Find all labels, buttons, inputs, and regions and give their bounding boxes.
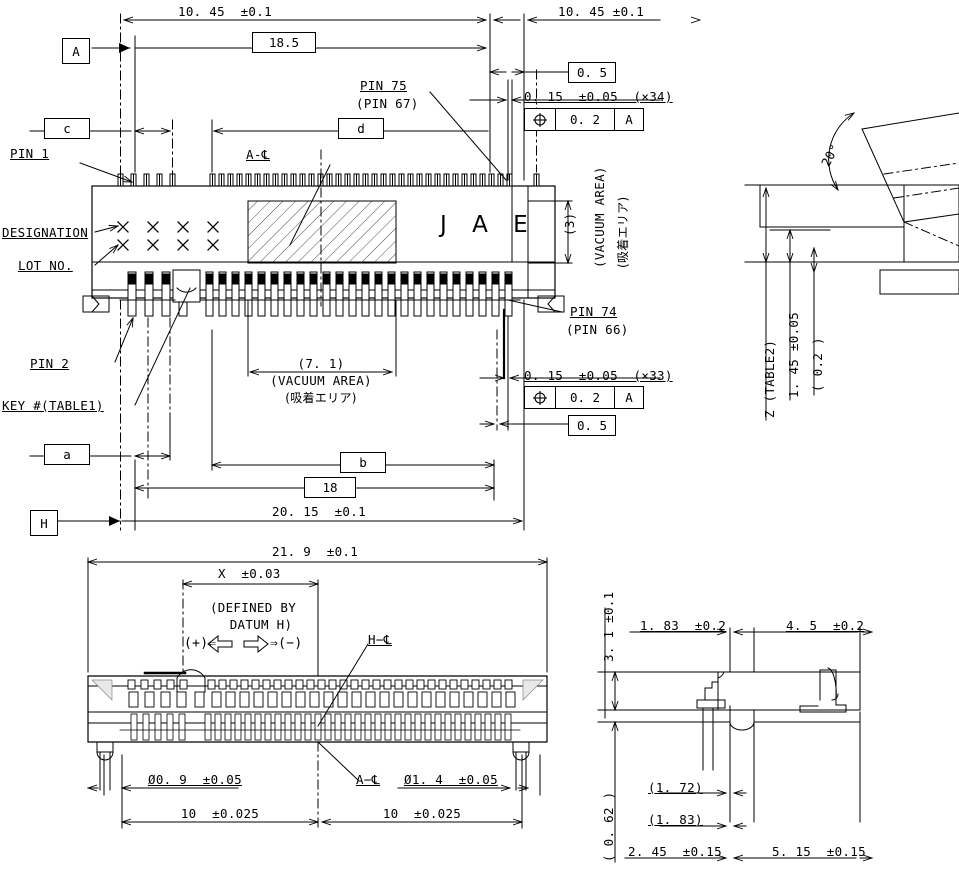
dim-side-1-72: (1. 72) bbox=[648, 780, 703, 795]
callout-pin-74: PIN 74 bbox=[570, 304, 617, 319]
dim-0-5-bottom-value: 0. 5 bbox=[576, 418, 608, 433]
gdt-top-datum: A bbox=[625, 112, 633, 127]
dim-dia-right: Ø1. 4 ±0.05 bbox=[404, 772, 498, 787]
datum-h-label: H bbox=[40, 515, 48, 531]
dim-side-2-45: 2. 45 ±0.15 bbox=[628, 844, 722, 859]
dim-18-value: 18 bbox=[322, 480, 338, 495]
gdt-frame-top: 0. 2 A bbox=[524, 108, 644, 131]
dim-height-total: 3. 1 ±0.1 bbox=[601, 591, 616, 662]
gdt-bottom-tolerance: 0. 2 bbox=[556, 387, 615, 408]
dim-x-tolerance: X ±0.03 bbox=[218, 566, 281, 581]
callout-lot-no: LOT NO. bbox=[18, 258, 73, 273]
label-minus-direction: ⇒(−) bbox=[270, 636, 303, 651]
datum-a-label: A bbox=[72, 43, 80, 59]
gdt-frame-bottom: 0. 2 A bbox=[524, 386, 644, 409]
callout-designation: DESIGNATION bbox=[2, 225, 89, 240]
dim-d-box: d bbox=[338, 118, 384, 139]
dim-side-4-5: 4. 5 ±0.2 bbox=[786, 618, 865, 633]
dim-vacuum-width: (7. 1) bbox=[297, 356, 345, 371]
dim-c-value: c bbox=[63, 121, 71, 136]
position-symbol-icon-bottom bbox=[525, 387, 556, 408]
callout-h-centerline: H−℄ bbox=[368, 632, 392, 647]
dim-0-2-paren: ( 0.2 ) bbox=[810, 337, 825, 392]
dim-18-5-value: 18.5 bbox=[268, 35, 300, 50]
label-vacuum-area-jp: (吸着エリア) bbox=[285, 391, 357, 405]
gdt-top-tolerance: 0. 2 bbox=[556, 109, 615, 130]
dim-0-5-bottom-box: 0. 5 bbox=[568, 415, 616, 436]
dim-0-5-top-box: 0. 5 bbox=[568, 62, 616, 83]
dim-front-overall: 21. 9 ±0.1 bbox=[272, 544, 359, 559]
dim-d-value: d bbox=[357, 121, 365, 136]
dim-pitch-top: 0. 15 ±0.05 (×34) bbox=[524, 89, 673, 104]
dim-overall-20-15: 20. 15 ±0.1 bbox=[272, 504, 366, 519]
dim-side-5-15: 5. 15 ±0.15 bbox=[772, 844, 866, 859]
dim-1-45: 1. 45 ±0.05 bbox=[786, 311, 801, 398]
callout-pin-75-alt: (PIN 67) bbox=[356, 96, 419, 111]
dim-pitch-bottom: 0. 15 ±0.05 (×33) bbox=[524, 368, 673, 383]
datum-a-box-top: A bbox=[62, 38, 90, 64]
dim-top-left-overall: 10. 45 ±0.1 bbox=[178, 4, 272, 19]
callout-a-centerline-top: A-℄ bbox=[246, 147, 270, 162]
label-vacuum-area-en: (VACUUM AREA) bbox=[270, 373, 372, 388]
dim-18-5-box: 18.5 bbox=[252, 32, 316, 53]
callout-a-centerline-front: A−℄ bbox=[356, 772, 380, 787]
dim-b-box: b bbox=[340, 452, 386, 473]
dim-side-1-83-top: 1. 83 ±0.2 bbox=[640, 618, 727, 633]
datum-h-box-top: H bbox=[30, 510, 58, 536]
dim-dia-left: Ø0. 9 ±0.05 bbox=[148, 772, 242, 787]
dim-b-value: b bbox=[359, 455, 367, 470]
note-defined-by-line2: DATUM H) bbox=[229, 617, 293, 632]
dim-top-right-overall: 10. 45 ±0.1 bbox=[558, 4, 645, 19]
dim-side-1-83-low: (1. 83) bbox=[648, 812, 703, 827]
callout-pin-75: PIN 75 bbox=[360, 78, 407, 93]
gdt-bottom-datum: A bbox=[625, 390, 633, 405]
position-symbol-icon bbox=[525, 109, 556, 130]
label-vacuum-area-en-vertical: (VACUUM AREA) bbox=[592, 166, 607, 268]
dim-c-box: c bbox=[44, 118, 90, 139]
label-plus-direction: (+)⇐ bbox=[184, 636, 217, 651]
dim-pitch-right: 10 ±0.025 bbox=[382, 806, 462, 821]
dim-z-table2: Z (TABLE2) bbox=[762, 339, 777, 418]
dim-18-box: 18 bbox=[304, 477, 356, 498]
callout-key-table1: KEY #(TABLE1) bbox=[2, 398, 104, 413]
jae-logo: J A E bbox=[440, 212, 537, 238]
dim-height-low: ( 0. 62 ) bbox=[601, 791, 616, 862]
dim-a-value: a bbox=[63, 447, 71, 462]
note-defined-by-line1: (DEFINED BY bbox=[209, 600, 297, 615]
dim-0-5-top-value: 0. 5 bbox=[576, 65, 608, 80]
callout-pin-74-alt: (PIN 66) bbox=[566, 322, 629, 337]
dim-pitch-left: 10 ±0.025 bbox=[180, 806, 260, 821]
callout-pin-1: PIN 1 bbox=[10, 146, 50, 161]
dim-a-box: a bbox=[44, 444, 90, 465]
callout-pin-2: PIN 2 bbox=[30, 356, 70, 371]
dim-vacuum-height: (3) bbox=[562, 212, 577, 236]
label-vacuum-area-jp-vertical: (吸着エリア) bbox=[616, 196, 630, 268]
